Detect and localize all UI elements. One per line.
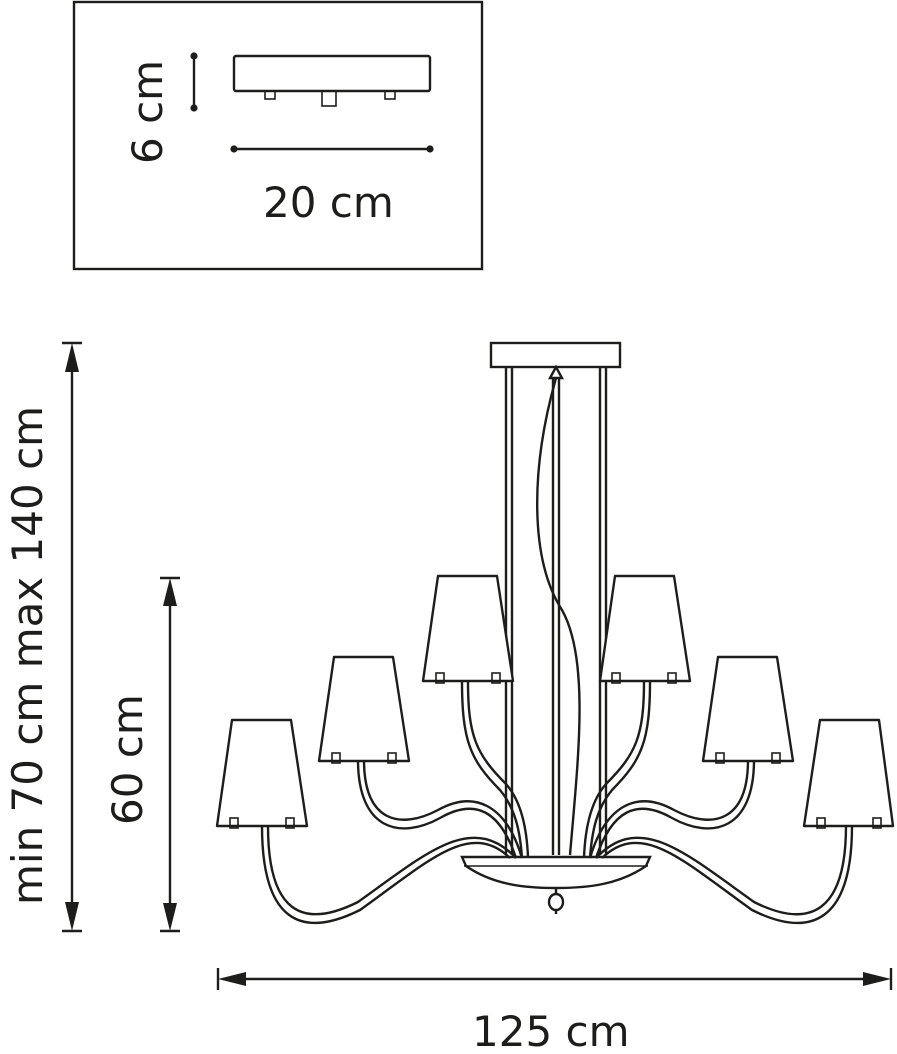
power-cable xyxy=(536,364,581,856)
chandelier-arms xyxy=(260,680,854,925)
lampshade-middle-right xyxy=(701,655,795,764)
lampshade-inner-right xyxy=(598,574,692,684)
chandelier-drawing xyxy=(215,341,895,925)
canopy-height-dimension xyxy=(190,52,198,112)
lampshade-outer-left xyxy=(215,718,309,829)
ceiling-canopy xyxy=(489,341,622,369)
canopy-width-dimension xyxy=(230,145,434,153)
overall-height-label: min 70 cm max 140 cm xyxy=(3,406,52,905)
body-height-label: 60 cm xyxy=(103,694,152,825)
suspension-rods xyxy=(504,367,608,855)
overall-width-dimension xyxy=(216,968,893,990)
central-bowl xyxy=(460,855,652,890)
lampshade-middle-left xyxy=(317,655,411,764)
lampshade-inner-left xyxy=(421,574,515,684)
canopy-detail-box: 6 cm 20 cm xyxy=(72,0,484,271)
lampshade-outer-right xyxy=(802,718,895,829)
canopy-width-label: 20 cm xyxy=(263,178,394,227)
overall-width-label: 125 cm xyxy=(472,1007,630,1054)
body-height-dimension xyxy=(160,576,180,933)
canopy-height-label: 6 cm xyxy=(123,60,172,164)
overall-height-dimension xyxy=(62,341,82,933)
detail-frame xyxy=(72,0,484,271)
bottom-finial xyxy=(547,888,565,914)
canopy-plate-drawing xyxy=(232,54,432,107)
